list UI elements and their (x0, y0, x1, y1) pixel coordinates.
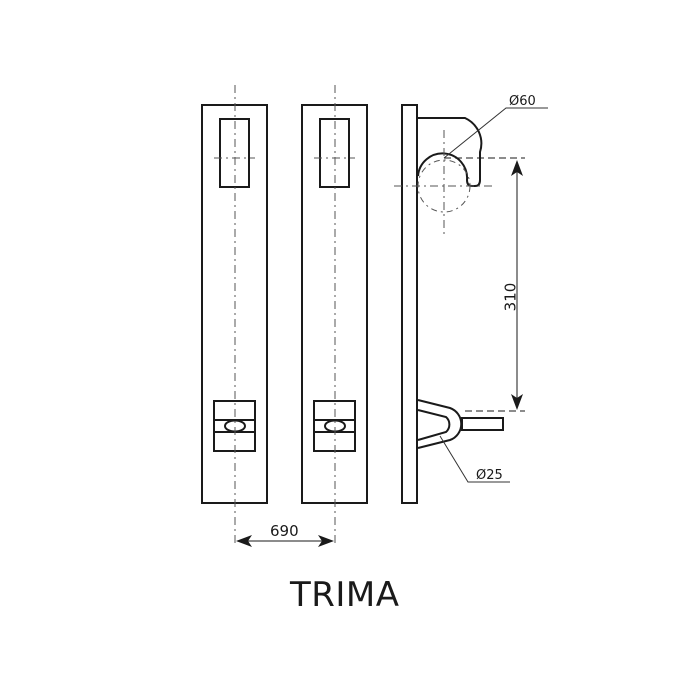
height-arrow-top (511, 160, 523, 176)
right-lower-bracket (313, 400, 356, 452)
side-plate-outline (401, 104, 418, 504)
upper-diameter-label: Ø60 (509, 94, 536, 109)
product-title: TRIMA (290, 575, 400, 615)
lower-rod (461, 417, 504, 431)
side-view (401, 104, 504, 504)
lower-loop-outer (417, 399, 463, 449)
left-lower-bracket (213, 400, 256, 452)
height-dimension-label: 310 (501, 282, 520, 312)
upper-hook-hidden-circle (417, 159, 471, 213)
lower-diameter-label: Ø25 (476, 468, 503, 483)
arrowheads (236, 160, 523, 547)
centerlines (214, 85, 492, 545)
upper-diameter-leader (443, 107, 548, 159)
spacing-dimension-label: 690 (270, 522, 299, 540)
height-arrow-bottom (511, 394, 523, 410)
lower-loop-inner (417, 409, 451, 441)
dimension-lines (240, 107, 548, 542)
spacing-arrow-left (236, 535, 252, 547)
lower-diameter-leader (439, 435, 510, 483)
upper-hook (417, 117, 483, 187)
spacing-arrow-right (318, 535, 334, 547)
